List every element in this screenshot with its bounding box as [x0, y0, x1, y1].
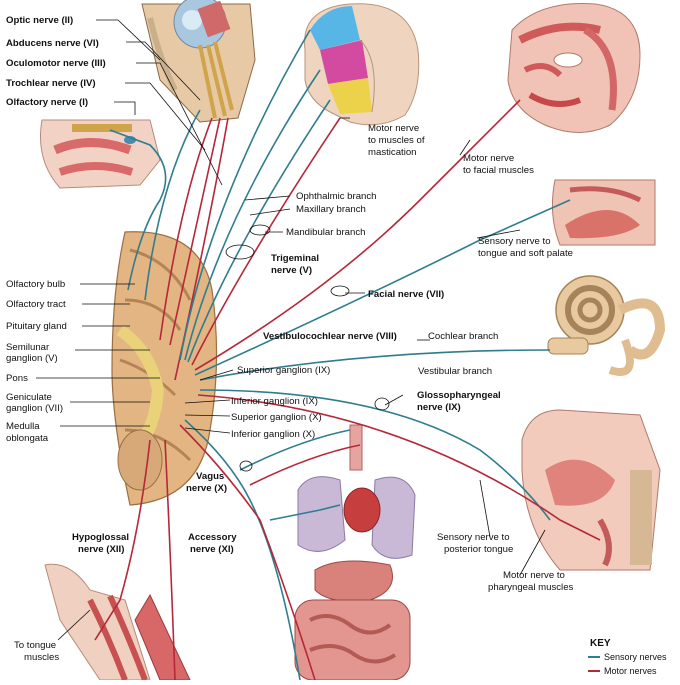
vestibulocochlear-path — [199, 349, 551, 381]
ophthalmic-branch-path — [179, 29, 311, 361]
label-trigeminal-l2: nerve (V) — [271, 265, 312, 276]
label-semilunar-ganglion-l1: Semilunar — [6, 342, 50, 353]
label-tongue-muscles-l1: To tongue — [14, 640, 56, 651]
label-sensory-tongue-l1: Sensory nerve to — [478, 236, 551, 247]
vagus-motor-path — [179, 424, 316, 681]
thoracic-organs-illustration — [297, 424, 416, 559]
label-vagus-l2: nerve (X) — [186, 483, 227, 494]
inner-ear-illustration — [547, 275, 666, 376]
label-medulla-l2: oblongata — [6, 433, 49, 444]
label-mastication-l3: mastication — [368, 147, 417, 158]
label-pharyngeal-l2: pharyngeal muscles — [488, 582, 574, 593]
eye-orbit-illustration — [141, 0, 256, 123]
glossopharyngeal-motor-path — [197, 394, 601, 541]
label-sensory-posterior-l2: posterior tongue — [444, 544, 513, 555]
mastication-motor-path — [191, 117, 341, 366]
label-superior-ganglion-x: Superior ganglion (X) — [231, 412, 322, 423]
vagus-sensory-path — [184, 419, 301, 681]
label-olfactory-bulb: Olfactory bulb — [6, 279, 65, 290]
label-abducens-nerve: Abducens nerve (VI) — [6, 38, 99, 49]
optic-nerve-path — [144, 109, 201, 301]
labels: Optic nerve (II) Abducens nerve (VI) Ocu… — [6, 15, 574, 663]
label-sensory-posterior-l1: Sensory nerve to — [437, 532, 510, 543]
label-pharyngeal-l1: Motor nerve to — [503, 570, 565, 581]
key-motor-label: Motor nerves — [604, 666, 657, 676]
facial-sensory-path — [194, 199, 571, 376]
digestive-organs-illustration — [294, 560, 411, 681]
label-vestibular-branch: Vestibular branch — [418, 366, 492, 377]
label-optic-nerve: Optic nerve (II) — [6, 15, 73, 26]
label-glossopharyngeal-l1: Glossopharyngeal — [417, 390, 501, 401]
legend-key: KEY Sensory nerves Motor nerves — [588, 638, 667, 676]
label-olfactory-nerve: Olfactory nerve (I) — [6, 97, 88, 108]
neck-muscles-illustration — [44, 563, 191, 682]
label-trigeminal-l1: Trigeminal — [271, 253, 319, 264]
label-pituitary-gland: Pituitary gland — [6, 321, 67, 332]
tongue-palate-illustration — [551, 179, 656, 246]
key-title: KEY — [590, 638, 611, 649]
label-accessory-l1: Accessory — [188, 532, 237, 543]
label-olfactory-tract: Olfactory tract — [6, 299, 66, 310]
facial-motor-path — [194, 99, 521, 371]
label-superior-ganglion-ix: Superior ganglion (IX) — [237, 365, 330, 376]
label-accessory-l2: nerve (XI) — [190, 544, 234, 555]
trochlear-nerve-path — [169, 117, 221, 346]
mandibular-branch-path — [187, 99, 331, 363]
label-sensory-tongue-l2: tongue and soft palate — [478, 248, 573, 259]
oculomotor-nerve-path — [159, 117, 213, 341]
head-trigeminal-illustration — [304, 3, 420, 126]
maxillary-branch-path — [184, 69, 321, 361]
vagus-branch-c — [269, 504, 341, 521]
label-inferior-ganglion-x: Inferior ganglion (X) — [231, 429, 315, 440]
accessory-nerve-path — [164, 439, 176, 681]
label-hypoglossal-l2: nerve (XII) — [78, 544, 124, 555]
label-oculomotor-nerve: Oculomotor nerve (III) — [6, 58, 106, 69]
vagus-branch-a — [239, 429, 351, 471]
label-facial-nerve: Facial nerve (VII) — [368, 289, 444, 300]
label-medulla-l1: Medulla — [6, 421, 40, 432]
label-mastication-l1: Motor nerve — [368, 123, 419, 134]
label-maxillary-branch: Maxillary branch — [296, 204, 366, 215]
nerve-pathways — [94, 29, 601, 681]
label-glossopharyngeal-l2: nerve (IX) — [417, 402, 461, 413]
label-vagus-l1: Vagus — [196, 471, 224, 482]
face-muscles-illustration — [507, 3, 641, 133]
label-mastication-l2: to muscles of — [368, 135, 425, 146]
label-cochlear-branch: Cochlear branch — [428, 331, 498, 342]
label-semilunar-ganglion-l2: ganglion (V) — [6, 353, 58, 364]
label-facial-muscles-l2: to facial muscles — [463, 165, 534, 176]
olfactory-nerve-path — [109, 129, 167, 291]
label-hypoglossal-l1: Hypoglossal — [72, 532, 129, 543]
label-tongue-muscles-l2: muscles — [24, 652, 59, 663]
label-ophthalmic-branch: Ophthalmic branch — [296, 191, 377, 202]
nasal-cavity-illustration — [39, 119, 161, 189]
pharynx-sagittal-illustration — [521, 409, 661, 571]
label-trochlear-nerve: Trochlear nerve (IV) — [6, 78, 96, 89]
label-facial-muscles-l1: Motor nerve — [463, 153, 514, 164]
label-geniculate-ganglion-l1: Geniculate — [6, 392, 52, 403]
leader-lines — [36, 19, 546, 641]
vagus-branch-b — [249, 444, 361, 486]
label-geniculate-ganglion-l2: ganglion (VII) — [6, 403, 63, 414]
hypoglossal-nerve-path — [94, 439, 151, 641]
glossopharyngeal-sensory-path — [199, 389, 551, 521]
label-inferior-ganglion-ix: Inferior ganglion (IX) — [231, 396, 318, 407]
key-sensory-label: Sensory nerves — [604, 652, 667, 662]
label-pons: Pons — [6, 373, 28, 384]
label-vestibulocochlear-nerve: Vestibulocochlear nerve (VIII) — [263, 331, 397, 342]
label-mandibular-branch: Mandibular branch — [286, 227, 365, 238]
